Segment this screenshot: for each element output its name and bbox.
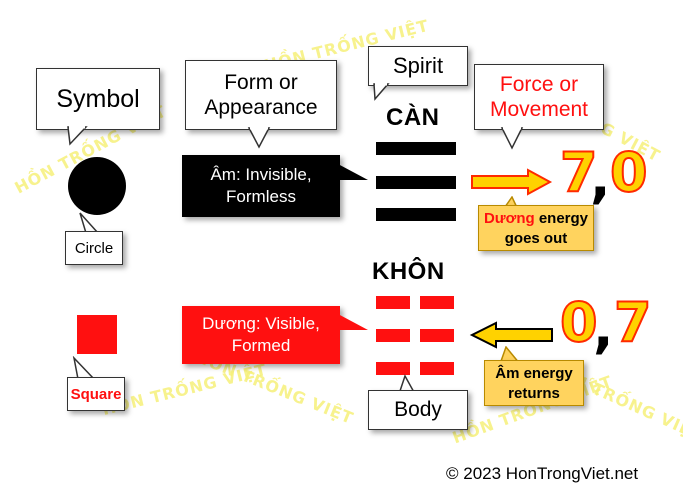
form-label: Form or Appearance <box>204 70 318 119</box>
body-label: Body <box>394 398 442 422</box>
symbol-callout-tail <box>67 126 88 146</box>
circle-callout: Circle <box>65 231 123 265</box>
spirit-callout: Spirit <box>368 46 468 86</box>
khon-energy-note: Âm energy returns <box>484 360 584 406</box>
khon-energy-text: Âm energy returns <box>495 365 573 403</box>
symbol-label: Symbol <box>56 85 140 113</box>
can-form-desc: Âm: Invisible, Formless <box>210 164 312 206</box>
khon-line-2-left <box>376 329 410 342</box>
square-callout: Square <box>67 377 125 411</box>
circle-label: Circle <box>74 239 114 257</box>
can-number-right: 0 <box>609 141 649 204</box>
form-callout: Form or Appearance <box>185 60 337 130</box>
incoming-arrow-icon <box>469 321 553 349</box>
can-comma: , <box>590 147 611 210</box>
can-energy-note: Dương energy goes out <box>478 205 594 251</box>
khon-trigram-name: KHÔN <box>372 258 445 285</box>
form-callout-tail <box>247 127 271 149</box>
can-energy-rest: energy goes out <box>504 210 589 248</box>
outgoing-arrow-icon <box>471 168 553 196</box>
khon-line-1-left <box>376 296 410 309</box>
square-symbol <box>77 315 117 354</box>
khon-number-left: 0 <box>559 291 599 354</box>
khon-form-pointer <box>338 314 368 330</box>
can-energy-word: Dương <box>483 210 535 227</box>
spirit-callout-tail <box>373 83 390 101</box>
force-label: Force or Movement <box>489 72 589 121</box>
can-line-3 <box>376 208 456 221</box>
khon-form-box: Dương: Visible, Formed <box>182 306 340 364</box>
circle-symbol <box>68 157 126 215</box>
can-number-left: 7 <box>559 141 599 204</box>
can-line-2 <box>376 176 456 189</box>
khon-form-desc: Dương: Visible, Formed <box>202 313 320 355</box>
force-callout: Force or Movement <box>474 64 604 130</box>
khon-comma: , <box>593 297 614 360</box>
copyright-text: © 2023 HonTrongViet.net <box>446 464 639 483</box>
khon-line-3-right <box>420 362 454 375</box>
spirit-label: Spirit <box>392 52 444 78</box>
khon-number-right: 7 <box>613 291 653 354</box>
khon-line-2-right <box>420 329 454 342</box>
force-callout-tail <box>500 127 524 150</box>
symbol-callout: Symbol <box>36 68 160 130</box>
can-trigram-name: CÀN <box>386 104 440 131</box>
body-callout: Body <box>368 390 468 430</box>
square-label: Square <box>70 385 122 403</box>
can-form-box: Âm: Invisible, Formless <box>182 155 340 217</box>
khon-line-3-left <box>376 362 410 375</box>
can-form-pointer <box>338 164 368 180</box>
khon-line-1-right <box>420 296 454 309</box>
can-line-1 <box>376 142 456 155</box>
